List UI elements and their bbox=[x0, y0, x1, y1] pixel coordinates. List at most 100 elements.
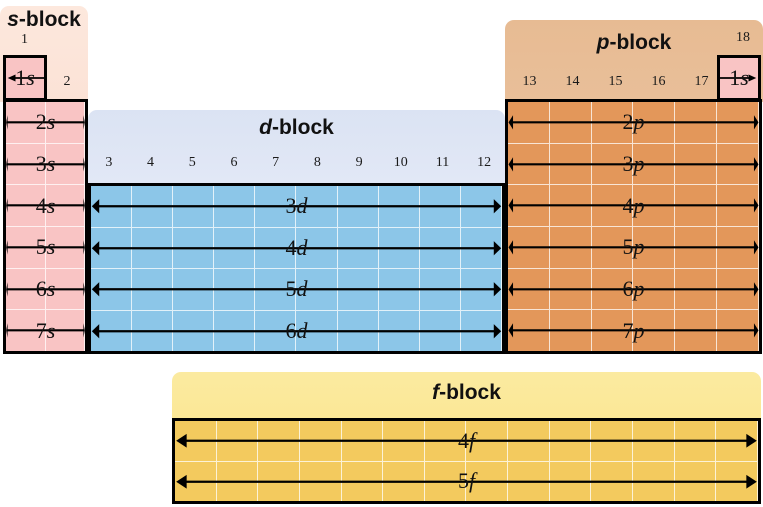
grid-cell bbox=[420, 186, 461, 227]
grid-cell bbox=[633, 143, 676, 185]
group-number: 15 bbox=[608, 74, 623, 89]
grid-cell bbox=[296, 269, 338, 310]
grid-cell bbox=[91, 269, 133, 310]
grid-cell bbox=[296, 186, 338, 227]
grid-cell bbox=[461, 310, 502, 351]
p-block-group-number-18: 18 bbox=[723, 30, 763, 46]
grid-cell bbox=[675, 227, 718, 268]
grid-cell bbox=[591, 421, 634, 461]
grid-cell bbox=[508, 143, 550, 185]
grid-cell bbox=[675, 421, 717, 461]
grid-cell bbox=[214, 227, 256, 268]
s-block-title-letter: s bbox=[7, 8, 19, 31]
grid-cell bbox=[550, 268, 592, 310]
orbital-label: 1s bbox=[15, 65, 35, 90]
orbital-cell-1s[interactable]: 1s bbox=[3, 55, 47, 101]
orbital-row-3d[interactable]: 3d bbox=[91, 186, 502, 228]
grid-cell bbox=[132, 310, 174, 351]
orbital-row-2p[interactable]: 2p bbox=[508, 102, 759, 144]
f-block-title: f-block bbox=[172, 381, 761, 405]
grid-cell bbox=[592, 185, 634, 227]
group-number: 1 bbox=[21, 32, 28, 47]
grid-cell bbox=[379, 310, 420, 351]
orbital-row-2s[interactable]: 2s bbox=[6, 102, 85, 144]
orbital-row-6p[interactable]: 6p bbox=[508, 268, 759, 311]
s-block-group-numbers-1: 1 bbox=[3, 32, 46, 48]
grid-cell bbox=[420, 310, 461, 351]
grid-cell bbox=[300, 461, 342, 501]
orbital-row-5p[interactable]: 5p bbox=[508, 227, 759, 269]
orbital-row-5d[interactable]: 5d bbox=[91, 269, 502, 311]
s-block-title: s-block bbox=[0, 8, 88, 32]
f-block-title-rest: -block bbox=[439, 381, 501, 404]
grid-cell bbox=[175, 421, 217, 461]
group-number: 4 bbox=[147, 155, 155, 170]
grid-cell bbox=[91, 310, 133, 351]
grid-cell bbox=[592, 102, 634, 143]
f-block-title-letter: f bbox=[432, 381, 440, 404]
orbital-row-5f[interactable]: 5f bbox=[175, 461, 758, 501]
grid-cell bbox=[173, 269, 215, 310]
grid-cell bbox=[633, 268, 676, 310]
orbital-row-7p[interactable]: 7p bbox=[508, 310, 759, 352]
grid-cell bbox=[633, 227, 676, 268]
grid-cell bbox=[716, 461, 758, 501]
grid-cell bbox=[466, 421, 509, 461]
grid-cell bbox=[550, 143, 592, 185]
grid-cell bbox=[592, 268, 634, 310]
grid-cell bbox=[592, 143, 634, 185]
group-number: 10 bbox=[393, 155, 408, 170]
grid-cell bbox=[6, 143, 46, 185]
orbital-row-4f[interactable]: 4f bbox=[175, 421, 758, 462]
grid-cell bbox=[342, 461, 384, 501]
grid-cell bbox=[175, 461, 217, 501]
orbital-row-6s[interactable]: 6s bbox=[6, 268, 85, 311]
grid-cell bbox=[717, 227, 759, 268]
grid-cell bbox=[383, 461, 425, 501]
grid-cell bbox=[258, 421, 300, 461]
grid-cell bbox=[338, 227, 379, 268]
grid-cell bbox=[420, 269, 461, 310]
grid-cell bbox=[675, 268, 718, 310]
grid-cell bbox=[217, 421, 259, 461]
grid-cell bbox=[6, 310, 46, 352]
grid-cell bbox=[6, 102, 46, 143]
orbital-row-5s[interactable]: 5s bbox=[6, 227, 85, 269]
grid-cell bbox=[91, 186, 133, 227]
group-number: 3 bbox=[105, 155, 113, 170]
grid-cell bbox=[425, 461, 467, 501]
grid-cell bbox=[255, 269, 297, 310]
orbital-row-3s[interactable]: 3s bbox=[6, 143, 85, 186]
d-block-title-rest: -block bbox=[271, 116, 334, 139]
group-number: 18 bbox=[736, 30, 750, 45]
grid-cell bbox=[383, 421, 425, 461]
orbital-row-6d[interactable]: 6d bbox=[91, 310, 502, 351]
orbital-row-3p[interactable]: 3p bbox=[508, 143, 759, 186]
grid-cell bbox=[717, 268, 759, 310]
orbital-row-4s[interactable]: 4s bbox=[6, 185, 85, 228]
grid-cell bbox=[379, 269, 420, 310]
d-block-title-letter: d bbox=[259, 116, 272, 139]
grid-cell bbox=[633, 461, 675, 501]
grid-cell bbox=[173, 186, 215, 227]
orbital-row-4p[interactable]: 4p bbox=[508, 185, 759, 228]
grid-cell bbox=[508, 310, 550, 352]
orbital-cell-1s-helium[interactable]: 1s bbox=[717, 55, 761, 101]
orbital-label: 1s bbox=[729, 65, 749, 90]
grid-cell bbox=[550, 461, 592, 501]
arrow-1s: 1s bbox=[6, 58, 44, 98]
grid-cell bbox=[6, 227, 46, 268]
grid-cell bbox=[214, 269, 256, 310]
orbital-row-4d[interactable]: 4d bbox=[91, 227, 502, 269]
group-number: 7 bbox=[272, 155, 280, 170]
grid-cell bbox=[550, 421, 592, 461]
grid-cell bbox=[717, 102, 759, 143]
grid-cell bbox=[508, 421, 550, 461]
grid-cell bbox=[258, 461, 300, 501]
grid-cell bbox=[46, 227, 85, 268]
orbital-row-7s[interactable]: 7s bbox=[6, 310, 85, 352]
